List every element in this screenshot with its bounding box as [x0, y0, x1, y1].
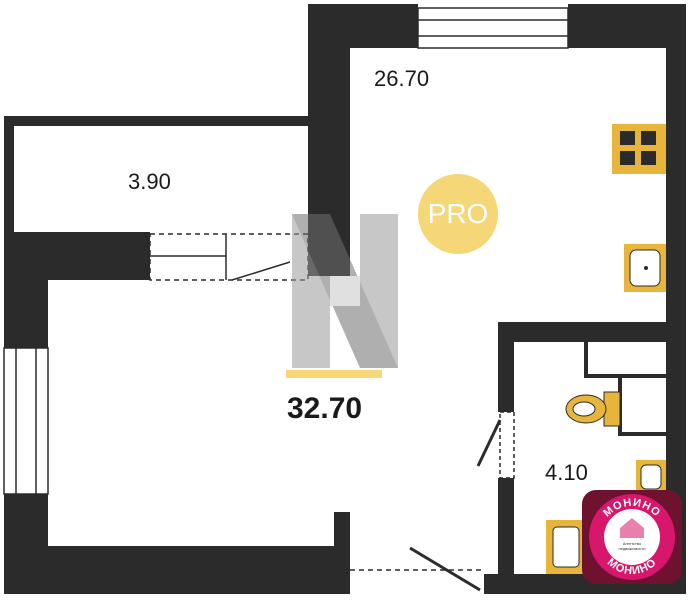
- window-top: [417, 7, 569, 49]
- balcony-door: [149, 233, 309, 281]
- kitchen-sink-icon: [624, 244, 666, 292]
- wall-bath-left-upper: [498, 322, 514, 412]
- svg-text:Агентство: Агентство: [623, 541, 642, 546]
- living-room-area: 26.70: [374, 66, 430, 91]
- shower-icon: [546, 520, 586, 574]
- brand-seal-graphic: МОНИНО МОНИНО Агентство недвижимости: [589, 494, 675, 580]
- wall-right: [666, 4, 686, 594]
- watermark-logo: [292, 214, 398, 368]
- wall-balcony-left: [4, 116, 14, 232]
- walls: [4, 4, 686, 594]
- entrance-door: [350, 546, 484, 592]
- wall-left-upper: [4, 232, 48, 348]
- window-left: [3, 347, 49, 495]
- bathroom-door: [476, 411, 515, 479]
- total-area: 32.70: [287, 392, 363, 425]
- wall-bath-left-lower: [498, 478, 514, 594]
- svg-text:недвижимости: недвижимости: [619, 546, 646, 551]
- stove-icon: [612, 124, 666, 174]
- windows: [3, 7, 569, 495]
- brand-seal: МОНИНО МОНИНО Агентство недвижимости: [582, 490, 682, 584]
- bathroom-area: 4.10: [545, 460, 588, 485]
- washbasin-icon: [636, 460, 666, 494]
- pro-badge: PRO: [418, 174, 498, 254]
- balcony-door-frame: [149, 233, 309, 281]
- toilet-icon: [565, 391, 621, 427]
- door-leaf: [231, 261, 291, 281]
- total-area-underline: [286, 370, 382, 378]
- balcony-area: 3.90: [128, 169, 171, 194]
- shaft-upper: [584, 336, 672, 378]
- wall-bottom-left: [4, 546, 350, 594]
- shaft-lower: [618, 374, 672, 436]
- wall-bottom-notch: [334, 512, 350, 594]
- wall-balcony-top: [4, 116, 308, 126]
